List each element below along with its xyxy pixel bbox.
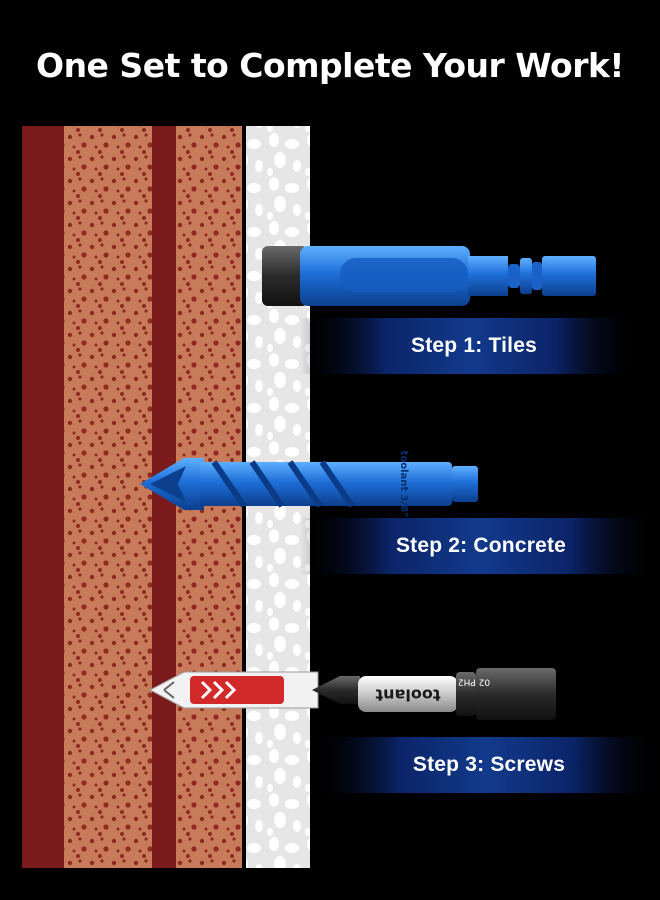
diamond-core-bit-icon (262, 246, 596, 306)
step-2-banner (300, 518, 660, 574)
screw-bit-brand: toolant (375, 686, 440, 705)
step-1-banner (300, 318, 640, 374)
step-3-label: Step 3: Screws (412, 753, 566, 776)
brick-dots-1 (64, 126, 152, 868)
step-3-banner (312, 737, 660, 793)
drill-bit-marking: toolant 3/8" (398, 451, 409, 518)
tile-drill-bit-icon (140, 458, 478, 510)
phillips-screw-bit-icon (312, 668, 556, 720)
screw-bit-code: 02 PH2 (458, 677, 490, 687)
headline: One Set to Complete Your Work! (36, 46, 624, 85)
step-1-label: Step 1: Tiles (411, 334, 537, 357)
wall-plug-icon (148, 671, 319, 709)
brick-layer-dark-1 (22, 126, 64, 868)
step-2-label: Step 2: Concrete (395, 534, 567, 557)
